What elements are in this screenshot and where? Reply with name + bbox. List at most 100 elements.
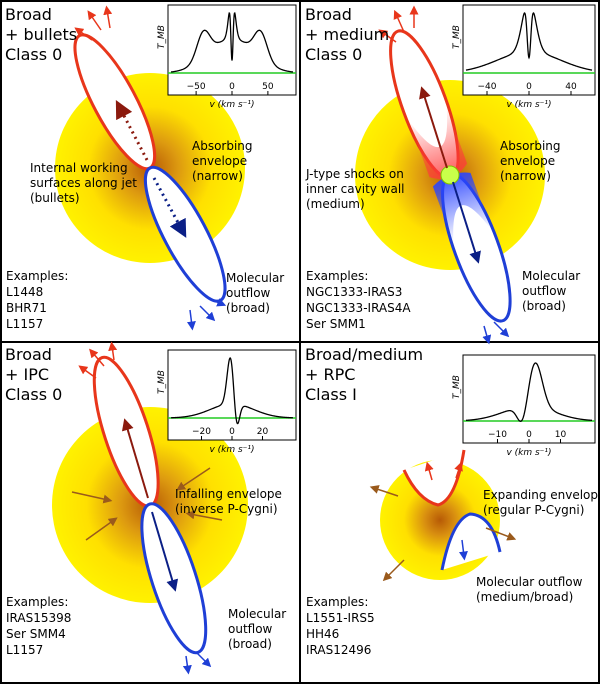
example-source: IRAS15398 xyxy=(6,611,71,625)
envelope-annotation-line: Absorbing xyxy=(192,139,253,153)
example-source: IRAS12496 xyxy=(306,643,371,657)
panel-broad-bullets xyxy=(55,5,245,331)
escaping-arrows xyxy=(378,5,510,345)
panel-title-line: Broad xyxy=(5,5,52,24)
inner-annotation-line: (medium) xyxy=(306,197,365,211)
envelope-annotation-line: envelope xyxy=(192,154,247,168)
y-axis-label: T_MB xyxy=(157,25,167,49)
x-tick-label: 50 xyxy=(262,82,274,92)
x-tick-label: −40 xyxy=(478,82,497,92)
escaping-arrows xyxy=(74,5,227,331)
spectrum-inset: −40 0 40 T_MBv (km s⁻¹) xyxy=(452,4,596,110)
blue-jet xyxy=(452,181,481,264)
x-tick-label: 0 xyxy=(229,427,235,437)
x-axis-label: v (km s⁻¹) xyxy=(506,448,551,458)
x-tick-label: 0 xyxy=(229,82,235,92)
outflow-annotation-line: Molecular xyxy=(522,269,580,283)
x-tick-label: −20 xyxy=(192,427,211,437)
y-axis-label: T_MB xyxy=(452,25,462,49)
example-source: HH46 xyxy=(306,627,339,641)
panel-title-line: + IPC xyxy=(5,365,49,384)
envelope-annotation-line: (narrow) xyxy=(500,169,551,183)
panel-title-line: + RPC xyxy=(305,365,355,384)
infall-arrows xyxy=(71,467,223,541)
protostar-shock-knot xyxy=(440,165,460,185)
outflow-annotation-line: Molecular outflow xyxy=(476,575,583,589)
example-source: Ser SMM4 xyxy=(6,627,66,641)
x-tick-label: 0 xyxy=(526,430,532,440)
red-outflow-lobe xyxy=(402,449,466,507)
x-axis-label: v (km s⁻¹) xyxy=(209,100,254,110)
blue-outflow-lobe xyxy=(140,502,208,655)
panel-title-line: Class 0 xyxy=(305,45,362,64)
y-axis-label: T_MB xyxy=(452,375,462,399)
outflow-annotation-line: outflow xyxy=(228,622,273,636)
blue-outflow-lobe xyxy=(440,512,502,571)
panel-title-line: Broad xyxy=(5,345,52,364)
inner-annotation-line: surfaces along jet xyxy=(30,176,137,190)
y-axis-label: T_MB xyxy=(157,370,167,394)
panel-broad-ipc xyxy=(52,341,248,675)
spectrum-line xyxy=(465,362,593,422)
inset-frame xyxy=(462,4,596,96)
inset-frame xyxy=(462,354,596,444)
envelope-annotation-line: (regular P-Cygni) xyxy=(483,503,584,517)
envelope-annotation-line: Absorbing xyxy=(500,139,561,153)
example-source: Ser SMM1 xyxy=(306,317,366,331)
x-tick-label: −50 xyxy=(187,82,206,92)
inner-annotation-line: (bullets) xyxy=(30,191,80,205)
spectrum-line xyxy=(465,12,593,71)
x-axis-label: v (km s⁻¹) xyxy=(506,100,551,110)
x-tick-label: 40 xyxy=(565,82,577,92)
spectrum-line xyxy=(170,11,294,73)
envelope-annotation-line: (inverse P-Cygni) xyxy=(175,502,278,516)
example-source: NGC1333-IRAS4A xyxy=(306,301,411,315)
panel-title-line: Broad xyxy=(305,5,352,24)
spectrum-line xyxy=(170,357,294,425)
panel-title-line: + medium xyxy=(305,25,389,44)
outflow-annotation-line: Molecular xyxy=(226,271,284,285)
example-source: L1157 xyxy=(6,317,43,331)
x-tick-label: −10 xyxy=(488,430,507,440)
example-source: BHR71 xyxy=(6,301,47,315)
example-source: L1448 xyxy=(6,285,43,299)
examples-heading: Examples: xyxy=(306,269,368,283)
red-jet xyxy=(121,418,149,499)
panel-title-line: Broad/medium xyxy=(305,345,423,364)
red-jet xyxy=(419,86,448,169)
examples-heading: Examples: xyxy=(306,595,368,609)
inner-annotation-line: J-type shocks on xyxy=(305,167,404,181)
envelope-annotation-line: (narrow) xyxy=(192,169,243,183)
panel-broad-medium xyxy=(355,5,545,345)
escaping-arrows xyxy=(78,341,212,675)
example-source: NGC1333-IRAS3 xyxy=(306,285,402,299)
panel-title-line: Class 0 xyxy=(5,385,62,404)
example-source: L1157 xyxy=(6,643,43,657)
inner-annotation-line: Internal working xyxy=(30,161,128,175)
examples-heading: Examples: xyxy=(6,595,68,609)
inner-annotation-line: inner cavity wall xyxy=(306,182,405,196)
x-tick-label: 0 xyxy=(526,82,532,92)
envelope-annotation-line: Expanding envelope xyxy=(483,488,600,502)
red-jet-bullets xyxy=(115,100,149,161)
escaping-arrows xyxy=(424,461,468,561)
expansion-arrows xyxy=(369,485,517,582)
x-axis-label: v (km s⁻¹) xyxy=(209,445,254,455)
example-source: L1551-IRS5 xyxy=(306,611,375,625)
